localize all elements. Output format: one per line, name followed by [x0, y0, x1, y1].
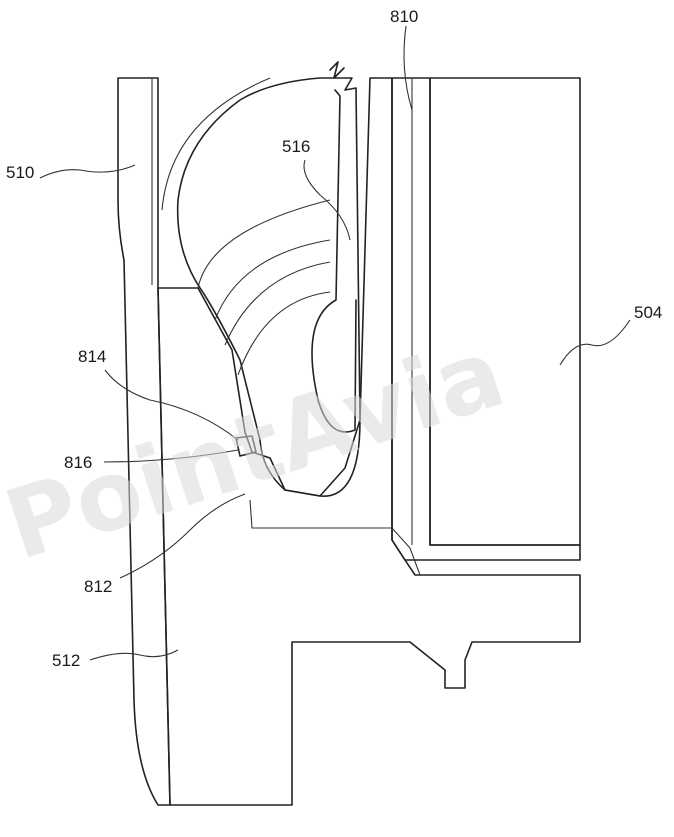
- leader-814: [104, 369, 239, 441]
- part-512-body: [157, 77, 581, 806]
- leader-510: [39, 164, 136, 179]
- part-516-curve-inner-2: [224, 261, 331, 346]
- label-812: 812: [84, 577, 112, 596]
- label-816: 816: [64, 453, 92, 472]
- label-814: 814: [78, 347, 106, 366]
- part-816-groove: [235, 435, 257, 457]
- part-516-curve-inner-3: [237, 291, 331, 376]
- part-516-tip: [311, 89, 357, 433]
- part-512-lower-step: [249, 499, 421, 576]
- part-516-break-mark: [329, 61, 345, 79]
- label-504: 504: [634, 303, 662, 322]
- leader-512: [89, 649, 179, 661]
- leader-504: [559, 319, 631, 366]
- label-516: 516: [282, 137, 310, 156]
- leader-812: [119, 493, 246, 579]
- part-504-block: [429, 77, 581, 546]
- leader-516: [303, 159, 351, 241]
- part-516-curve-outer: [161, 77, 271, 211]
- label-512: 512: [52, 651, 80, 670]
- label-510: 510: [6, 163, 34, 182]
- part-516-curve-inner-1: [214, 239, 331, 321]
- part-510-member: [117, 77, 171, 806]
- leader-816: [103, 449, 239, 463]
- label-810: 810: [390, 7, 418, 26]
- part-810-layer: [391, 77, 581, 561]
- part-516-blade: [176, 77, 361, 497]
- leader-810: [403, 25, 413, 111]
- part-516-curve-mid: [197, 199, 331, 289]
